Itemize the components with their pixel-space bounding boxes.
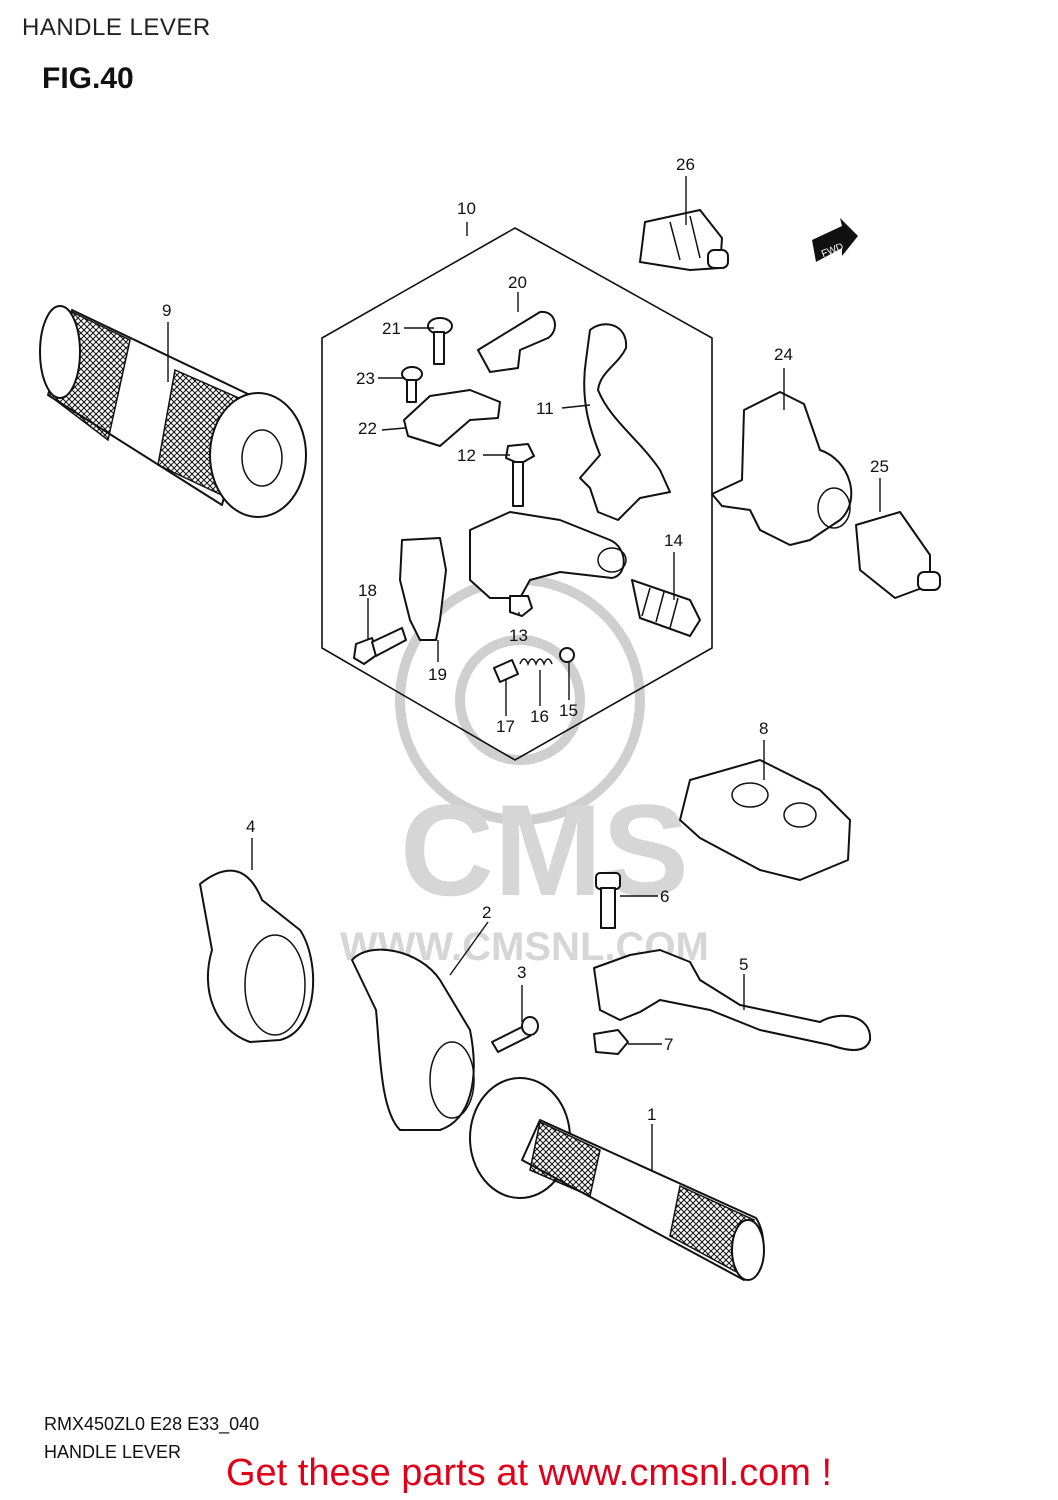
part-4-throttle-case-cover <box>199 869 315 1043</box>
callout-labels: 10 9 26 20 21 23 22 11 12 24 25 14 13 18… <box>162 155 889 1124</box>
model-code: RMX450ZL0 E28 E33_040 <box>44 1414 260 1434</box>
callout-22: 22 <box>358 419 377 438</box>
footer-title: HANDLE LEVER <box>44 1442 182 1462</box>
callout-3: 3 <box>517 963 526 982</box>
part-22-bracket <box>403 389 501 447</box>
callout-20: 20 <box>508 273 527 292</box>
part-9-left-grip <box>39 305 307 518</box>
part-13-nut <box>509 595 533 617</box>
callout-15: 15 <box>559 701 578 720</box>
watermark-brand: CMS <box>400 777 689 923</box>
part-11-clutch-lever <box>579 323 671 521</box>
part-14-cable-adjuster-bolt <box>631 579 701 637</box>
part-17-pin <box>493 659 519 683</box>
callout-8: 8 <box>759 719 768 738</box>
callout-18: 18 <box>358 581 377 600</box>
page-header-title: HANDLE LEVER <box>22 14 211 41</box>
callout-1: 1 <box>647 1105 656 1124</box>
part-1-right-grip <box>469 1077 765 1281</box>
callout-10: 10 <box>457 199 476 218</box>
part-25-adjuster-knob <box>855 511 941 599</box>
part-18-bolt <box>353 627 407 665</box>
part-24-lever-cover <box>711 391 853 546</box>
fwd-direction-tag: FWD <box>812 218 858 262</box>
part-5-front-brake-lever <box>593 949 872 1051</box>
part-16-spring <box>519 658 553 667</box>
callout-13: 13 <box>509 626 528 645</box>
callout-11: 11 <box>536 399 554 418</box>
callout-26: 26 <box>676 155 695 174</box>
part-15-ball <box>559 647 575 663</box>
figure-number: FIG.40 <box>42 62 134 95</box>
callout-21: 21 <box>382 319 401 338</box>
callout-9: 9 <box>162 301 171 320</box>
callout-6: 6 <box>660 887 669 906</box>
part-20-hot-start-lever <box>477 310 556 373</box>
callout-4: 4 <box>246 817 255 836</box>
part-3-screw <box>491 1016 539 1053</box>
callout-2: 2 <box>482 903 491 922</box>
callout-16: 16 <box>530 707 549 726</box>
callout-23: 23 <box>356 369 375 388</box>
callout-5: 5 <box>739 955 748 974</box>
callout-12: 12 <box>457 446 476 465</box>
part-23-screw <box>401 366 423 403</box>
leader-lines <box>167 176 881 1170</box>
part-7-nut <box>593 1029 629 1055</box>
part-21-screw <box>427 317 453 365</box>
callout-19: 19 <box>428 665 447 684</box>
part-2-throttle-case <box>351 948 475 1131</box>
part-12-bolt <box>505 443 535 507</box>
callout-14: 14 <box>664 531 683 550</box>
clutch-assembly-outline <box>321 227 713 761</box>
part-19-clamp <box>399 537 447 641</box>
callout-24: 24 <box>774 345 793 364</box>
part-6-pivot-bolt <box>595 872 621 929</box>
callout-7: 7 <box>664 1035 673 1054</box>
part-8-switch-cover <box>679 759 851 881</box>
callout-25: 25 <box>870 457 889 476</box>
promo-link-text[interactable]: Get these parts at www.cmsnl.com ! <box>225 1452 833 1494</box>
part-26-cable-adjuster <box>639 209 729 271</box>
callout-17: 17 <box>496 717 515 736</box>
